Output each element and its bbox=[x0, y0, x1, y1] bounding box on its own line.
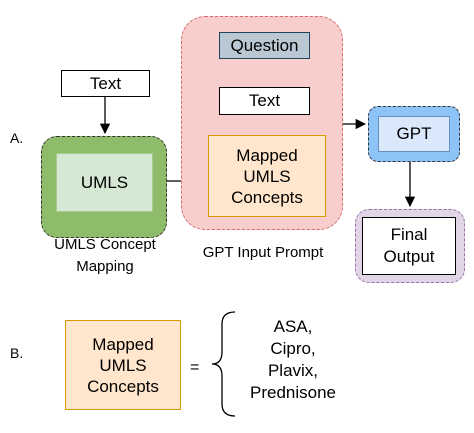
concept-item: Plavix, bbox=[267, 361, 319, 380]
concept-item: ASA, bbox=[273, 317, 313, 336]
def-mapped-line3: Concepts bbox=[87, 376, 159, 396]
umls-node: UMLS bbox=[56, 153, 153, 212]
concept-item: Cipro, bbox=[270, 339, 316, 358]
final-line2: Output bbox=[383, 247, 435, 266]
definition-mapped-box: Mapped UMLS Concepts bbox=[65, 320, 181, 410]
equals-sign: = bbox=[190, 359, 200, 376]
umls-caption-line1: UMLS Concept bbox=[54, 236, 156, 253]
gpt-node: GPT bbox=[378, 116, 450, 152]
concept-list: ASA, Cipro, Plavix, Prednisone bbox=[238, 316, 348, 404]
def-mapped-line1: Mapped bbox=[92, 334, 154, 354]
section-a-label: A. bbox=[10, 130, 24, 146]
concept-item: Prednisone bbox=[249, 383, 336, 402]
final-output-node: Final Output bbox=[362, 217, 456, 275]
umls-caption-line2: Mapping bbox=[76, 258, 134, 275]
input-text-box: Text bbox=[61, 70, 150, 97]
curly-brace bbox=[211, 311, 236, 417]
question-box: Question bbox=[219, 32, 310, 59]
prompt-caption: GPT Input Prompt bbox=[202, 244, 324, 261]
section-b-label: B. bbox=[10, 345, 24, 361]
mapped-umls-concepts-box: Mapped UMLS Concepts bbox=[208, 135, 326, 217]
prompt-text-box: Text bbox=[219, 87, 310, 115]
mapped-line3: Concepts bbox=[231, 187, 303, 207]
def-mapped-line2: UMLS bbox=[99, 355, 147, 375]
umls-caption: UMLS Concept Mapping bbox=[40, 234, 170, 278]
final-line1: Final bbox=[390, 225, 428, 244]
mapped-line2: UMLS bbox=[243, 166, 291, 186]
mapped-line1: Mapped bbox=[236, 145, 298, 165]
